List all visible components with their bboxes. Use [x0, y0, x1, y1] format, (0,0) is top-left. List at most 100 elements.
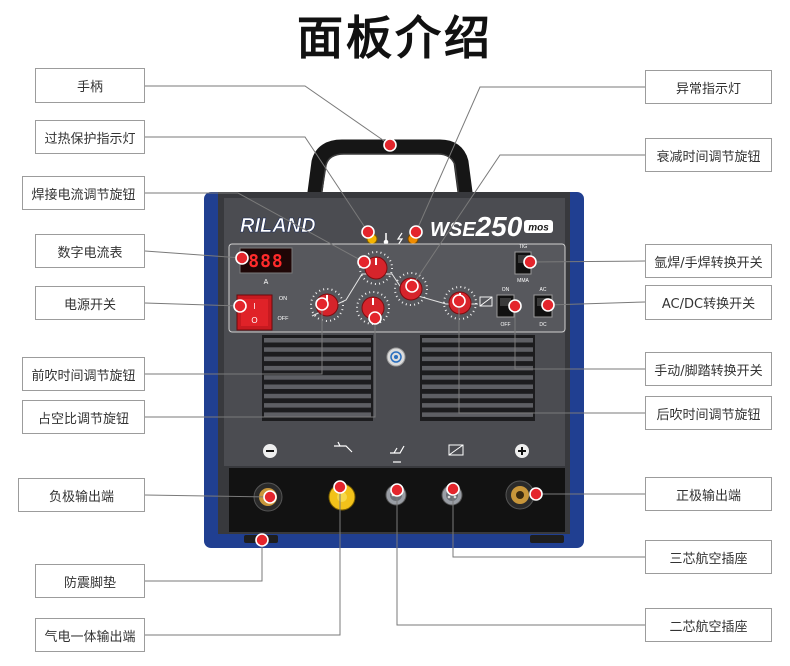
leader-two-core-socket — [396, 490, 645, 626]
vent-louver — [422, 412, 533, 417]
mma-text: MMA — [517, 278, 529, 284]
leader-current-knob — [145, 192, 365, 263]
callout-dot-pre-flow-knob — [315, 297, 329, 311]
leader-overheat-lamp — [145, 136, 369, 233]
square-wave-icon — [479, 296, 493, 307]
certification-logo-icon — [386, 347, 406, 367]
label-current-knob: 焊接电流调节旋钮 — [22, 176, 145, 210]
callout-dot-manual-pedal-switch — [508, 299, 522, 313]
callout-dot-tig-mma-switch — [523, 255, 537, 269]
model-number: 250 — [475, 211, 523, 242]
vent-louver — [422, 403, 533, 408]
label-two-core-socket: 二芯航空插座 — [645, 608, 772, 642]
callout-dot-duty-cycle-knob — [368, 311, 382, 325]
leader-three-core-socket — [452, 489, 645, 558]
vent-louver — [422, 347, 533, 352]
label-tig-mma-switch: 氩焊/手焊转换开关 — [645, 244, 772, 278]
model-series: WSE — [430, 219, 476, 241]
power-switch-o: O — [251, 316, 257, 325]
label-positive-output: 正极输出端 — [645, 477, 772, 511]
handle-highlight — [320, 153, 460, 197]
vent-grille-left — [262, 335, 373, 421]
model-suffix-badge — [524, 220, 553, 233]
page-title: 面板介绍 — [297, 11, 493, 65]
leader-gas-electric-output — [145, 487, 341, 636]
torch-icon — [334, 441, 353, 453]
callout-dot-negative-output — [263, 490, 277, 504]
tig-text: TIG — [519, 244, 527, 250]
leader-power-switch — [144, 302, 241, 307]
cycle-graph-line — [311, 273, 478, 317]
leader-handle — [145, 85, 391, 146]
vent-grille-right — [420, 335, 535, 421]
model-name: WSE250 — [430, 211, 523, 242]
dc-text: DC — [539, 322, 547, 328]
vent-louver — [264, 403, 371, 408]
leader-tig-mma-switch — [529, 260, 646, 263]
vent-louver — [264, 375, 371, 380]
leader-post-flow-knob — [458, 301, 645, 414]
callout-dot-post-flow-knob — [452, 294, 466, 308]
label-handle: 手柄 — [35, 68, 145, 103]
tig-mma-switch-rocker[interactable] — [518, 255, 528, 263]
leader-manual-pedal-switch — [514, 306, 645, 370]
leader-error-lamp — [415, 86, 645, 233]
lightning-icon — [396, 232, 404, 246]
vent-louver — [422, 356, 533, 362]
callout-dot-power-switch — [233, 299, 247, 313]
callout-dot-error-lamp — [409, 225, 423, 239]
label-error-lamp: 异常指示灯 — [645, 70, 772, 104]
label-decay-knob: 衰减时间调节旋钮 — [645, 138, 772, 172]
label-ac-dc-switch: AC/DC转换开关 — [645, 285, 772, 320]
label-overheat-lamp: 过热保护指示灯 — [35, 120, 145, 154]
manual-off-text: OFF — [501, 322, 511, 328]
leader-ac-dc-switch — [547, 301, 646, 306]
leader-duty-cycle-knob — [145, 318, 376, 418]
shock-pad-right — [530, 535, 564, 543]
digital-ammeter — [239, 247, 293, 274]
manual-pedal-switch-rocker[interactable] — [500, 298, 511, 306]
callout-dot-ac-dc-switch — [541, 298, 555, 312]
leader-decay-knob — [411, 154, 645, 287]
callout-dot-gas-electric-output — [333, 480, 347, 494]
vent-louver — [422, 338, 533, 343]
vent-louver — [422, 365, 533, 371]
control-panel — [228, 243, 566, 333]
callout-dot-two-core-socket — [390, 483, 404, 497]
label-ammeter: 数字电流表 — [35, 234, 145, 268]
label-pre-flow-knob: 前吹时间调节旋钮 — [22, 357, 145, 391]
callout-dot-overheat-lamp — [361, 225, 375, 239]
vent-louver — [264, 347, 371, 352]
label-shock-pad: 防震脚垫 — [35, 564, 145, 598]
callout-dot-ammeter — [235, 251, 249, 265]
vent-louver — [264, 384, 371, 389]
callout-dot-shock-pad — [255, 533, 269, 547]
positive-output-terminal[interactable] — [505, 480, 535, 510]
callout-dot-positive-output — [529, 487, 543, 501]
label-power-switch: 电源开关 — [35, 286, 145, 320]
label-manual-pedal-switch: 手动/脚踏转换开关 — [645, 352, 772, 386]
vent-louver — [422, 375, 533, 380]
brand-logo: RILAND — [240, 215, 316, 237]
ammeter-readout: 888 — [248, 251, 284, 272]
vent-louver — [422, 384, 533, 389]
power-off-text: OFF — [278, 316, 290, 322]
vent-louver — [264, 356, 371, 362]
leader-shock-pad — [145, 540, 263, 582]
label-gas-electric-output: 气电一体输出端 — [35, 618, 145, 652]
manual-on-text: ON — [502, 287, 510, 293]
vent-louver — [264, 412, 371, 417]
foot-pedal-icon — [390, 445, 405, 454]
label-three-core-socket: 三芯航空插座 — [645, 540, 772, 574]
label-duty-cycle-knob: 占空比调节旋钮 — [22, 400, 145, 434]
vent-louver — [264, 338, 371, 343]
model-suffix: mos — [528, 223, 549, 234]
minus-icon — [263, 444, 277, 458]
callout-dot-decay-knob — [405, 279, 419, 293]
callout-dot-handle — [383, 138, 397, 152]
power-on-text: ON — [279, 296, 287, 302]
leader-pre-flow-knob — [145, 304, 323, 375]
ammeter-unit: A — [264, 279, 269, 286]
leader-ammeter — [144, 250, 243, 259]
label-negative-output: 负极输出端 — [18, 478, 145, 512]
